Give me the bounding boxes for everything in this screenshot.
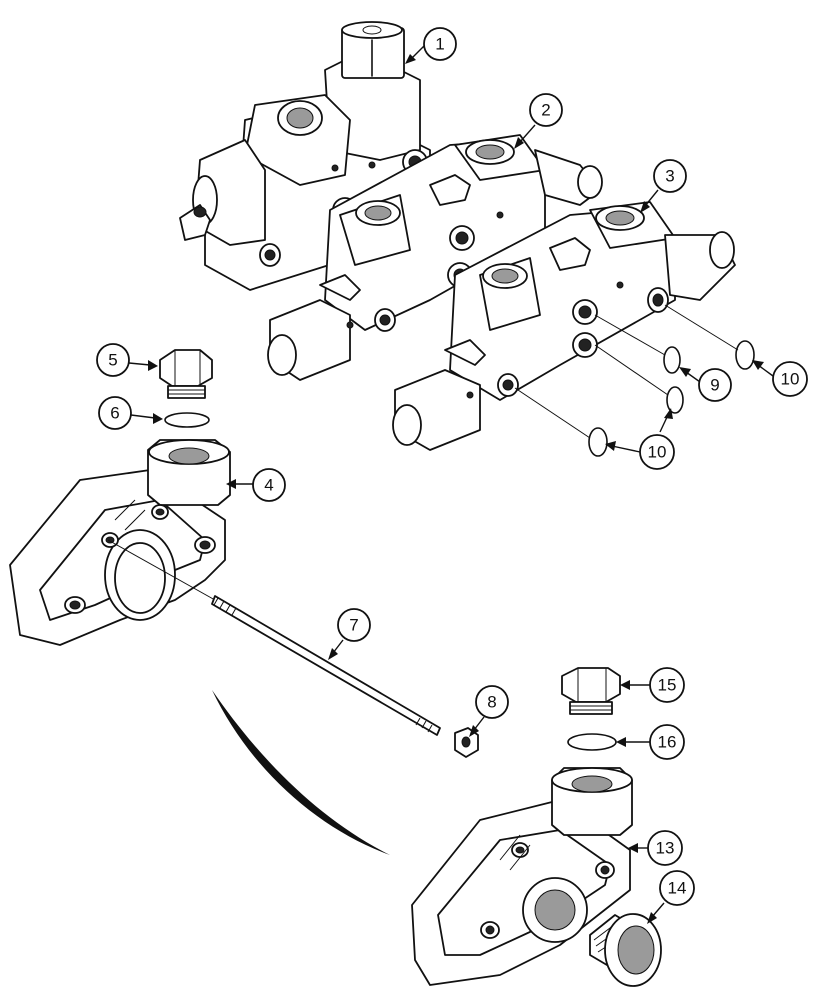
- callout-1: 1: [423, 27, 457, 61]
- callout-5-label: 5: [108, 351, 117, 370]
- callout-7: 7: [337, 608, 371, 642]
- callout-2: 2: [529, 93, 563, 127]
- callout-10a: 10: [772, 361, 808, 397]
- o-ring-6: [164, 412, 210, 428]
- callout-8: 8: [475, 685, 509, 719]
- leader-10a: [757, 364, 774, 377]
- callout-15: 15: [649, 667, 685, 703]
- callout-9: 9: [698, 368, 732, 402]
- callout-13: 13: [647, 830, 683, 866]
- callout-5: 5: [96, 343, 130, 377]
- fitting-14: [589, 913, 662, 987]
- leader-5: [128, 362, 151, 366]
- callout-4-label: 4: [264, 476, 273, 495]
- callout-15-label: 15: [658, 676, 677, 695]
- end-cover-13: [411, 767, 633, 986]
- plug-5: [159, 349, 213, 399]
- valve-section-3: [392, 201, 736, 451]
- leader-1: [411, 44, 426, 59]
- callout-16: 16: [649, 724, 685, 760]
- callout-2-label: 2: [541, 101, 550, 120]
- callout-13-label: 13: [656, 839, 675, 858]
- callout-9-label: 9: [710, 376, 719, 395]
- callout-16-label: 16: [658, 733, 677, 752]
- callout-7-label: 7: [349, 616, 358, 635]
- callout-10a-label: 10: [781, 370, 800, 389]
- leader-10b: [611, 445, 641, 453]
- callout-14: 14: [659, 870, 695, 906]
- valve-section-inlet: [179, 21, 431, 291]
- callout-3-label: 3: [665, 167, 674, 186]
- o-rings-section: [514, 304, 755, 457]
- callout-6: 6: [98, 396, 132, 430]
- leader-2: [519, 124, 536, 143]
- tie-rod-stud-7: [107, 539, 441, 736]
- callout-4: 4: [252, 468, 286, 502]
- leader-3: [644, 189, 659, 207]
- callout-1-label: 1: [435, 35, 444, 54]
- grouping-brace: [212, 690, 390, 855]
- plug-15: [561, 667, 621, 715]
- callout-6-label: 6: [110, 404, 119, 423]
- callout-14-label: 14: [668, 879, 687, 898]
- leader-9: [685, 371, 701, 383]
- callout-10b: 10: [639, 434, 675, 470]
- o-ring-16: [567, 733, 617, 751]
- nut-8: [454, 727, 479, 758]
- callout-8-label: 8: [487, 693, 496, 712]
- callout-3: 3: [653, 159, 687, 193]
- valve-section-2: [267, 134, 603, 381]
- leader-6: [130, 414, 156, 419]
- end-cover-4: [9, 439, 231, 646]
- callout-10b-label: 10: [648, 443, 667, 462]
- leader-14: [651, 902, 665, 918]
